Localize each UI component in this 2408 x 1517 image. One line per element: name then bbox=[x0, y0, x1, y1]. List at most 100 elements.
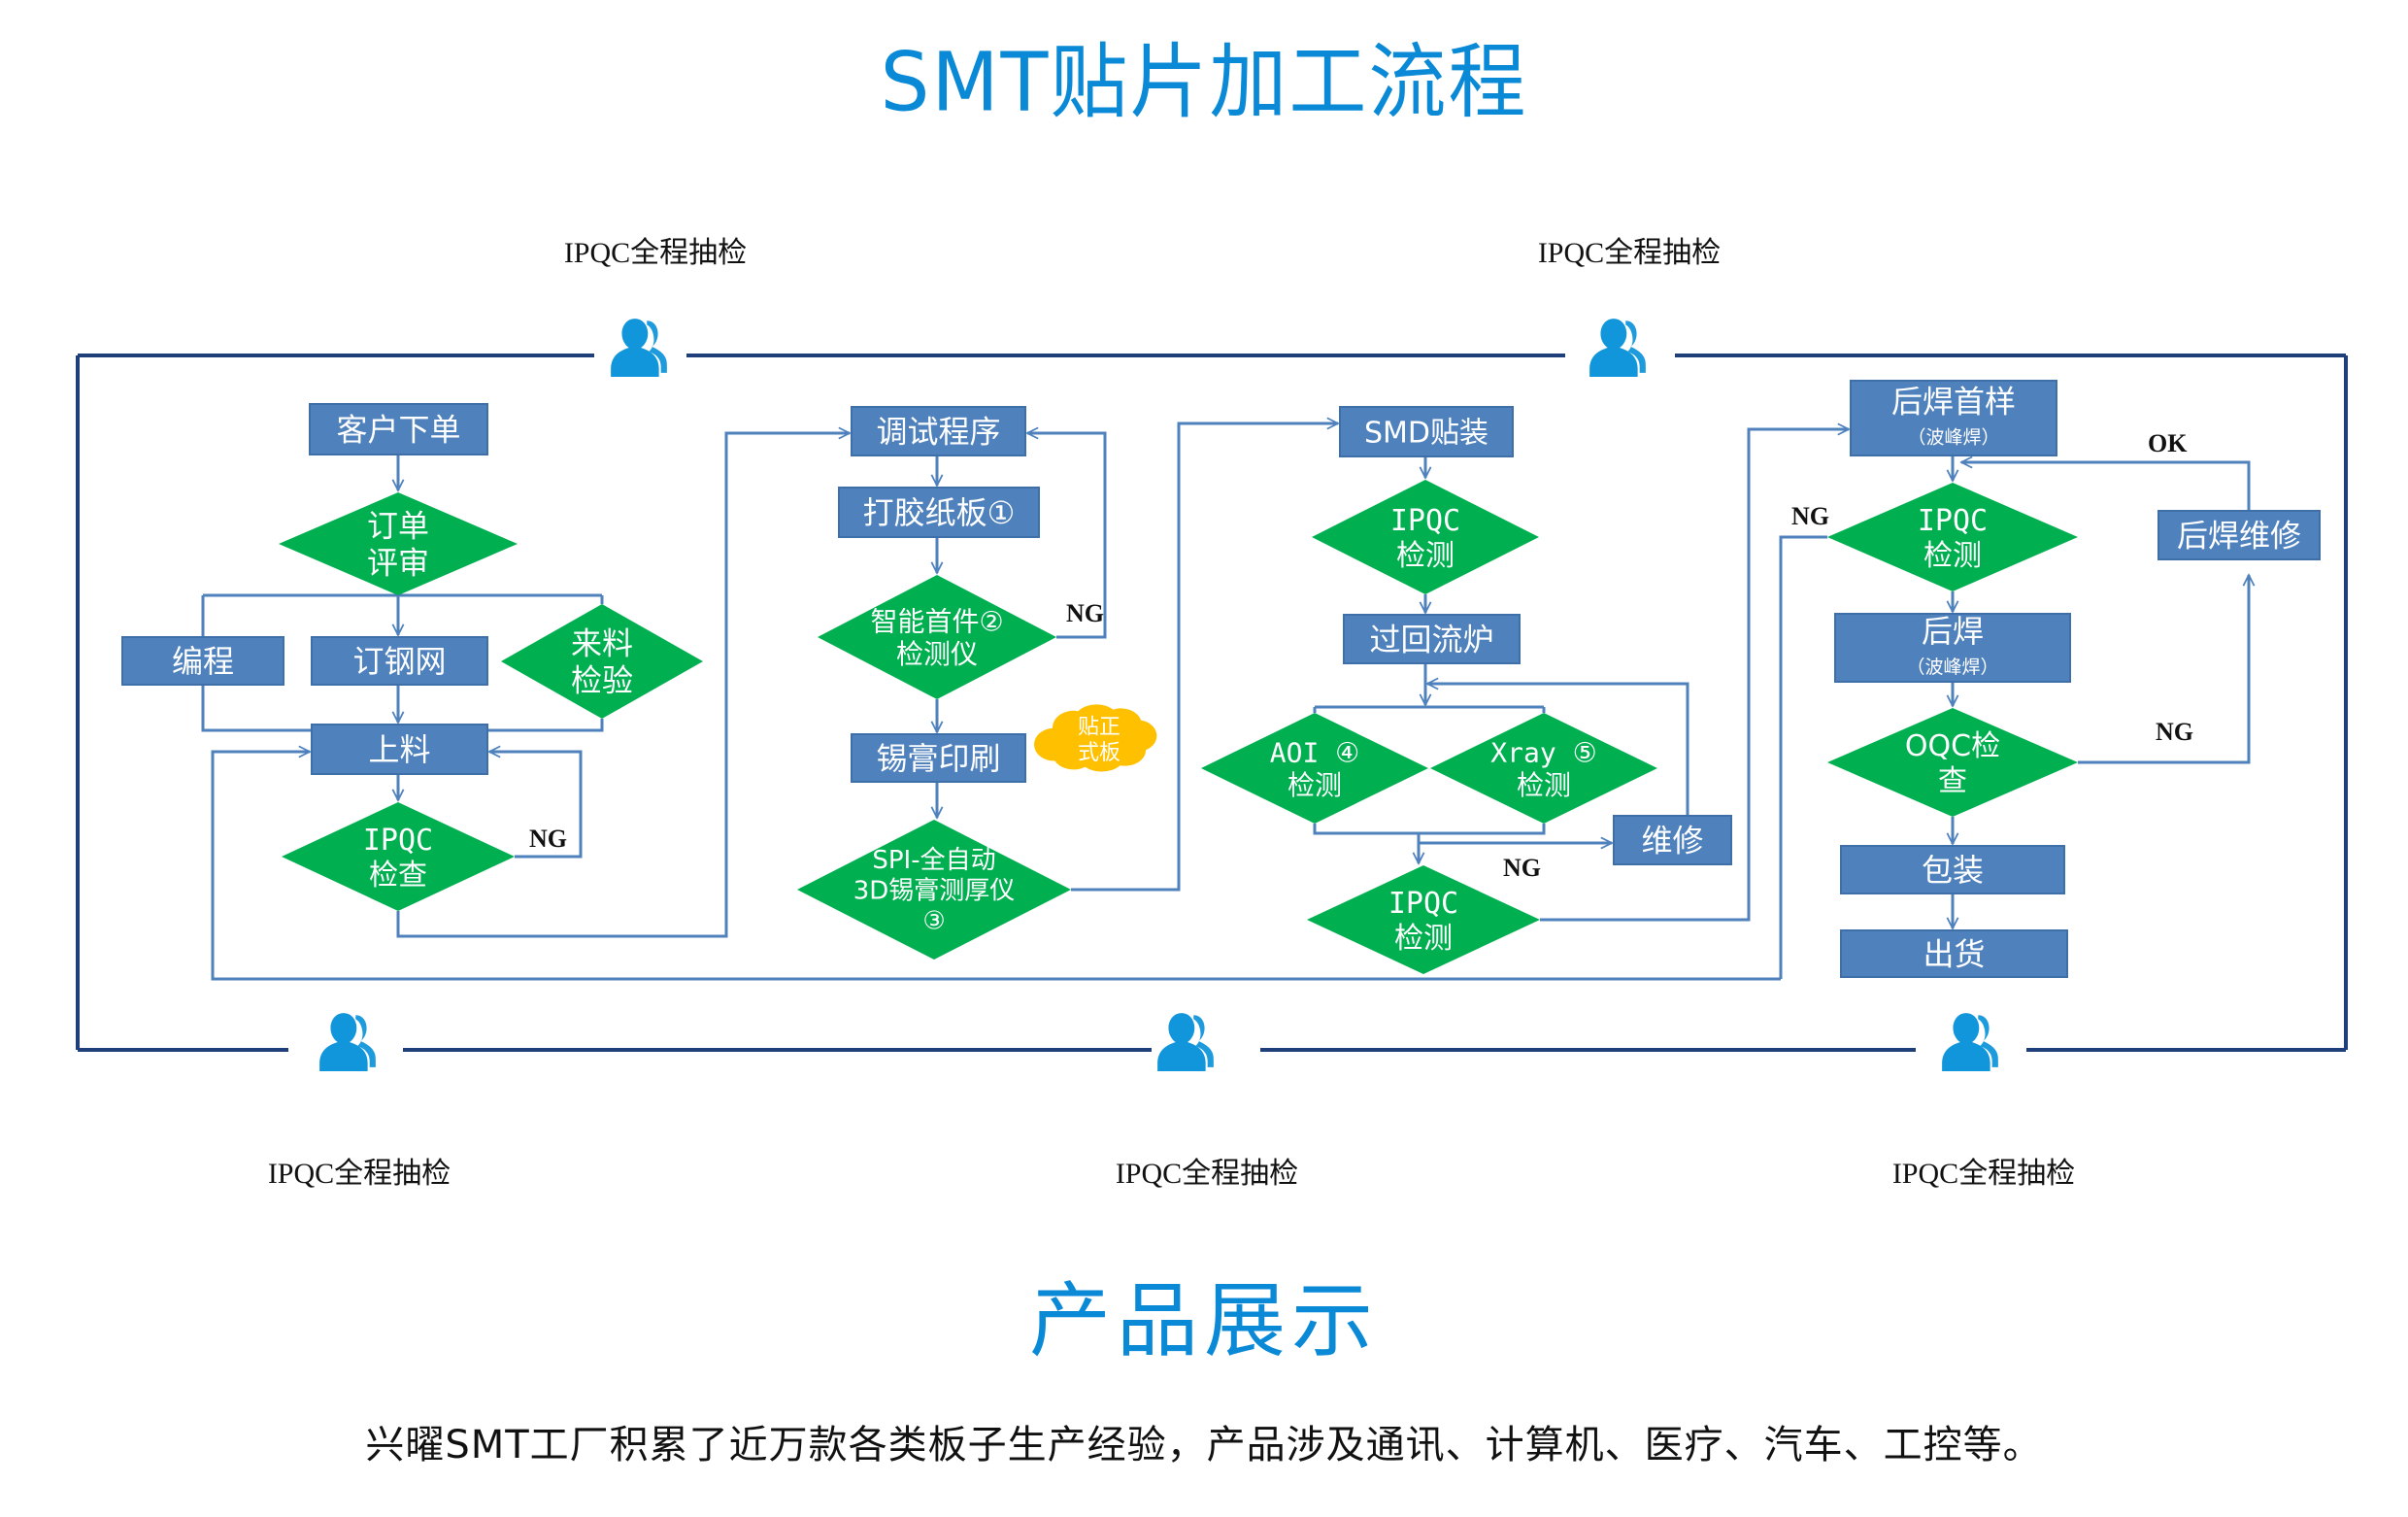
note-cloud bbox=[1034, 704, 1157, 772]
edge-first-article-ng-loop bbox=[1027, 433, 1107, 639]
decision-diamond bbox=[279, 492, 518, 595]
inspection-point: IPQC全程抽检 bbox=[564, 237, 747, 377]
node-label: 检验 bbox=[571, 662, 633, 699]
edge-ipqc-ng-loop bbox=[489, 752, 583, 859]
ng-label-ipqc-check: NG bbox=[529, 825, 567, 853]
process-box bbox=[311, 636, 488, 686]
node-label: 编程 bbox=[172, 643, 234, 680]
decision-diamond bbox=[1307, 865, 1540, 974]
process-box bbox=[838, 487, 1040, 538]
node-packaging: 包装 bbox=[1840, 845, 2065, 894]
node-order-stencil: 订钢网 bbox=[311, 636, 488, 686]
node-solder-paste-print: 锡膏印刷 bbox=[851, 733, 1026, 783]
process-box bbox=[1840, 929, 2068, 978]
decision-diamond bbox=[501, 604, 703, 719]
node-label: 订单 bbox=[367, 507, 429, 544]
inspection-label: IPQC全程抽检 bbox=[1892, 1158, 2075, 1190]
process-box bbox=[1613, 815, 1732, 865]
node-debug-program: 调试程序 bbox=[851, 406, 1026, 456]
node-label: IPQC bbox=[363, 824, 433, 858]
page-title: SMT贴片加工流程 bbox=[880, 34, 1528, 130]
node-label: 智能首件② bbox=[870, 605, 1003, 637]
node-programming: 编程 bbox=[121, 636, 284, 686]
person-icon bbox=[1589, 319, 1646, 377]
node-label: 打胶纸板① bbox=[863, 494, 1016, 531]
section-description: 兴曜SMT工厂积累了近万款各类板子生产经验，产品涉及通讯、计算机、医疗、汽车、工… bbox=[365, 1423, 2043, 1467]
edge-ipqc-to-debug bbox=[396, 433, 850, 938]
node-label: SMD贴装 bbox=[1364, 416, 1488, 450]
node-label: 后焊维修 bbox=[2177, 518, 2301, 555]
person-icon bbox=[611, 319, 667, 377]
decision-diamond bbox=[1201, 713, 1428, 824]
node-label: 检测仪 bbox=[896, 638, 978, 670]
node-label: OQC检 bbox=[1905, 729, 2000, 763]
node-label: 订钢网 bbox=[352, 643, 446, 680]
ng-label-aoi-xray: NG bbox=[1503, 854, 1541, 882]
edge-repair-loop bbox=[1427, 684, 1689, 816]
edge-repair-ok-return bbox=[1961, 462, 2251, 511]
process-box bbox=[311, 724, 488, 775]
node-post-weld-repair: 后焊维修 bbox=[2157, 510, 2321, 560]
node-label: （波峰焊） bbox=[1906, 657, 1998, 678]
node-label: ③ bbox=[922, 907, 945, 936]
node-label: 来料 bbox=[571, 624, 633, 661]
process-box bbox=[1850, 380, 2057, 456]
node-post-weld: 后焊 （波峰焊） bbox=[1834, 613, 2071, 683]
ng-label-oqc: NG bbox=[2156, 718, 2193, 746]
node-label: 包装 bbox=[1922, 852, 1984, 889]
edge-ipqc3-ng-return bbox=[1779, 535, 1827, 979]
person-icon bbox=[1157, 1013, 1214, 1071]
node-label: （波峰焊） bbox=[1907, 427, 1999, 449]
decision-diamond bbox=[797, 820, 1071, 960]
process-box bbox=[121, 636, 284, 686]
edge-return-to-loading bbox=[211, 752, 1781, 981]
node-label: 上料 bbox=[368, 731, 430, 768]
node-aoi: AOI ④检测 bbox=[1201, 713, 1428, 824]
node-label: IPQC bbox=[1388, 887, 1458, 921]
decision-diamond bbox=[1827, 483, 2078, 591]
node-shipping: 出货 bbox=[1840, 929, 2068, 978]
process-box bbox=[1339, 406, 1514, 457]
node-loading: 上料 bbox=[311, 724, 488, 775]
node-label: 式板 bbox=[1078, 741, 1120, 765]
inspection-point: IPQC全程抽检 bbox=[1892, 1013, 2075, 1190]
edge-ipqc2-to-post-weld-sample bbox=[1540, 429, 1849, 922]
node-label: 后焊 bbox=[1922, 613, 1984, 650]
decision-diamond bbox=[282, 802, 515, 911]
process-box bbox=[1343, 614, 1521, 664]
node-label: 调试程序 bbox=[876, 414, 1000, 451]
person-icon bbox=[319, 1013, 376, 1071]
node-label: IPQC bbox=[1918, 504, 1988, 538]
node-label: 评审 bbox=[367, 545, 429, 582]
process-box bbox=[2157, 510, 2321, 560]
node-label: 检测 bbox=[1517, 769, 1571, 801]
edge-aoi-xray-merge bbox=[1313, 824, 1546, 835]
ng-label-ipqc-detect-3: NG bbox=[1791, 502, 1829, 530]
edge-labels: NG NG NG NG NG OK bbox=[529, 429, 2193, 882]
node-smd-mount: SMD贴装 bbox=[1339, 406, 1514, 457]
flow-nodes: 客户下单订单评审编程订钢网来料检验上料IPQC检查调试程序打胶纸板①智能首件②检… bbox=[121, 380, 2321, 978]
inspection-label: IPQC全程抽检 bbox=[564, 237, 747, 269]
inspection-label: IPQC全程抽检 bbox=[1116, 1158, 1298, 1190]
inspection-point: IPQC全程抽检 bbox=[268, 1013, 451, 1190]
process-box bbox=[851, 406, 1026, 456]
process-box bbox=[1834, 613, 2071, 683]
node-label: 后焊首样 bbox=[1891, 384, 2016, 421]
node-label: 过回流炉 bbox=[1369, 622, 1493, 658]
node-label: Xray ⑤ bbox=[1490, 736, 1596, 768]
connectors bbox=[201, 423, 2251, 981]
node-label: 检查 bbox=[369, 859, 427, 893]
node-customer-order: 客户下单 bbox=[309, 403, 488, 455]
process-box bbox=[309, 403, 488, 455]
inspection-label: IPQC全程抽检 bbox=[268, 1158, 451, 1190]
node-label: 维修 bbox=[1641, 823, 1703, 860]
decision-diamond bbox=[1430, 713, 1657, 824]
